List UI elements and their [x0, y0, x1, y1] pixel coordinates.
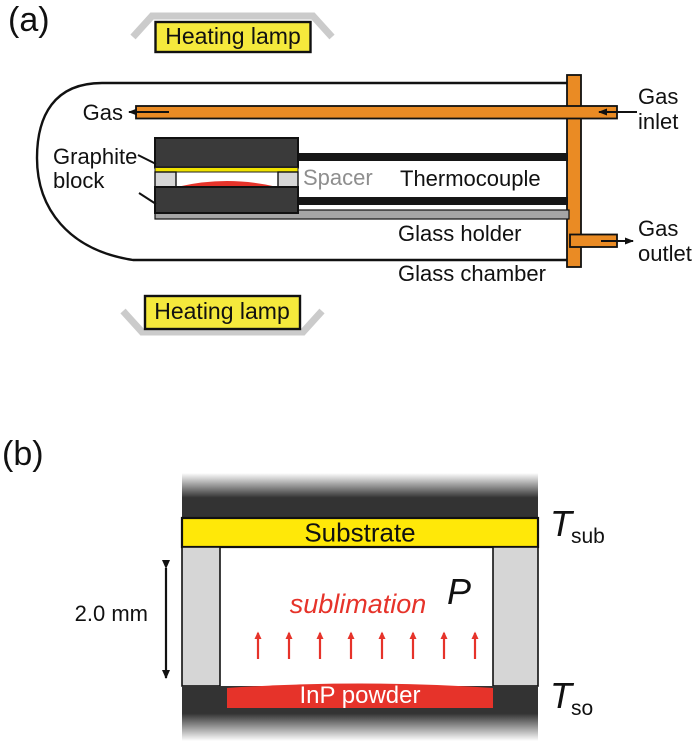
graphite-leader-top	[137, 154, 157, 165]
lamp-reflector-top	[130, 12, 335, 40]
gas-inlet-tube	[135, 105, 618, 120]
spacer-column-right	[492, 546, 539, 687]
inp-powder-bed	[227, 683, 493, 708]
t-so-symbol: T	[550, 675, 575, 716]
inp-powder-label: InP powder	[300, 682, 421, 709]
source-powder-dome	[179, 181, 275, 187]
substrate-bar	[180, 516, 540, 549]
spacer-right	[277, 171, 299, 188]
t-sub-symbol: T	[550, 503, 575, 544]
sublimation-label: sublimation	[290, 589, 427, 619]
lamp-reflector-bottom	[120, 308, 325, 336]
glass-chamber-outline	[35, 81, 568, 262]
t-so-subscript: so	[571, 697, 593, 720]
heating-lamp-top-label: Heating lamp	[165, 23, 301, 49]
graphite-leader-bottom	[138, 192, 157, 205]
top-block-graphite	[182, 473, 538, 518]
substrate-strip	[154, 167, 299, 173]
t-sub-subscript: sub	[571, 525, 605, 548]
flange	[566, 74, 582, 268]
panel-a: (a) Heating lamp Gas Graphit	[8, 1, 692, 336]
glass-holder-label: Glass holder	[398, 221, 522, 246]
thermocouple-label: Thermocouple	[400, 166, 541, 191]
panel-a-tag: (a)	[8, 1, 50, 39]
spacer-column-left	[181, 546, 221, 687]
spacer-label: Spacer	[303, 165, 373, 190]
glass-chamber-label: Glass chamber	[398, 261, 546, 286]
gas-label: Gas	[83, 100, 123, 125]
sublimation-arrows	[254, 631, 479, 659]
glass-holder-strip	[154, 209, 570, 220]
thermocouple-rod-upper	[297, 153, 568, 161]
graphite-block-bottom	[154, 186, 299, 214]
gas-outlet-label-line2: outlet	[638, 241, 692, 266]
heating-lamp-bottom-box	[143, 294, 302, 331]
thermocouple-rod-lower	[297, 197, 568, 205]
spacer-left	[154, 171, 177, 188]
heating-lamp-bottom-label: Heating lamp	[154, 298, 290, 324]
graphite-block-top	[154, 137, 299, 169]
pressure-symbol: P	[447, 571, 471, 612]
gas-inlet-label-line1: Gas	[638, 84, 678, 109]
heating-lamp-top-box	[154, 20, 312, 54]
gas-outlet-label-line1: Gas	[638, 216, 678, 241]
gap-dimension-label: 2.0 mm	[75, 601, 148, 626]
graphite-label-line1: Graphite	[53, 144, 137, 169]
substrate-label: Substrate	[304, 518, 415, 548]
graphite-label-line2: block	[53, 168, 105, 193]
gas-inlet-label-line2: inlet	[638, 109, 678, 134]
panel-b-tag: (b)	[2, 435, 44, 473]
panel-b: (b) Substrate InP powder sublimation P	[2, 435, 605, 741]
